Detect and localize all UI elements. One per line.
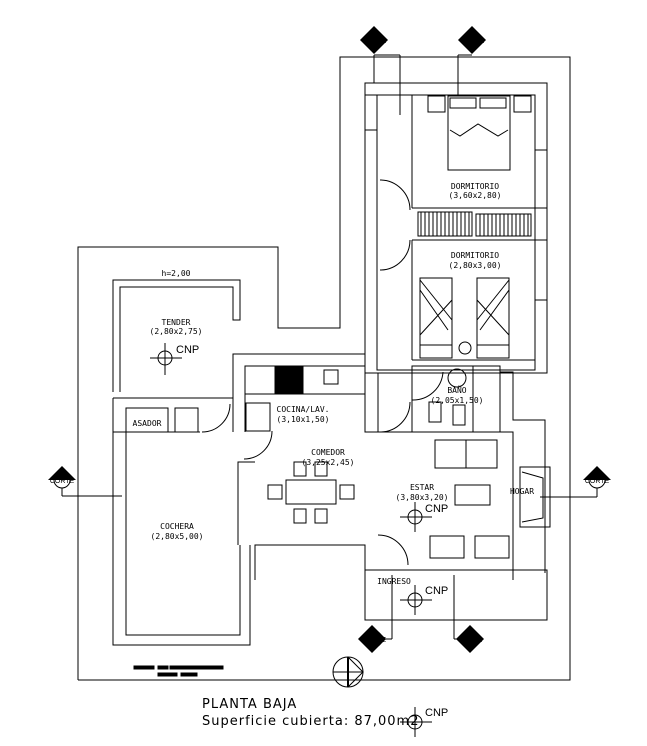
svg-text:CORTE: CORTE xyxy=(585,478,610,485)
svg-text:CNP: CNP xyxy=(425,707,448,719)
sofas xyxy=(429,439,510,559)
double-bed xyxy=(427,95,532,171)
room-label-dorm2: DORMITORIO xyxy=(451,251,499,260)
svg-text:CNP: CNP xyxy=(425,503,448,515)
level-marker-ingreso: CNP xyxy=(400,585,448,615)
section-marker-top-1: CORTE xyxy=(360,26,401,115)
section-marker-left: CORTE xyxy=(48,466,122,497)
room-size-cochera: (2,80x5,00) xyxy=(151,532,204,541)
level-marker-title: CNP xyxy=(400,707,448,737)
level-marker-estar: CNP xyxy=(400,502,448,532)
room-label-comedor: COMEDOR xyxy=(311,448,345,457)
room-size-tender: (2,80x2,75) xyxy=(150,327,203,336)
room-size-dorm2: (2,80x3,00) xyxy=(449,261,502,270)
section-marker-top-2: CORTE xyxy=(457,26,486,96)
wall-height-label: h=2,00 xyxy=(162,269,191,278)
plan-area: Superficie cubierta: 87,00m2 xyxy=(202,714,419,729)
bedroom-wing-walls xyxy=(364,82,548,374)
svg-text:CNP: CNP xyxy=(176,344,199,356)
room-label-cochera: COCHERA xyxy=(160,522,194,531)
level-marker-tender: CNP xyxy=(150,343,199,375)
room-size-bano: (2,05x1,50) xyxy=(431,396,484,405)
room-size-dorm1: (3,60x2,80) xyxy=(449,191,502,200)
room-size-cocina: (3,10x1,50) xyxy=(277,415,330,424)
svg-text:CORTE: CORTE xyxy=(50,478,75,485)
room-label-asador: ASADOR xyxy=(133,419,162,428)
room-label-estar: ESTAR xyxy=(410,483,434,492)
room-label-cocina: COCINA/LAV. xyxy=(277,405,330,414)
tender-walls xyxy=(112,279,241,392)
bathroom xyxy=(411,365,546,573)
room-label-bano: BAÑO xyxy=(447,385,466,395)
north-arrow-icon xyxy=(332,656,364,688)
lot-boundary xyxy=(77,56,571,681)
room-label-ingreso: INGRESO xyxy=(377,577,411,586)
room-size-comedor: (3,25x2,45) xyxy=(302,458,355,467)
twin-beds xyxy=(419,277,510,359)
section-marker-bottom-2: CORTE xyxy=(453,575,484,653)
svg-text:CORTE: CORTE xyxy=(362,637,387,644)
room-label-tender: TENDER xyxy=(162,318,191,327)
living-walls xyxy=(237,373,548,621)
svg-text:CORTE: CORTE xyxy=(460,38,485,45)
wardrobes xyxy=(417,211,532,237)
section-marker-bottom-1: CORTE xyxy=(358,575,393,653)
section-marker-right: CORTE xyxy=(540,466,611,498)
room-label-hogar: HOGAR xyxy=(510,487,534,496)
garage xyxy=(112,397,251,646)
scale-bar xyxy=(133,665,224,677)
room-size-estar: (3,80x3,20) xyxy=(396,493,449,502)
svg-text:CORTE: CORTE xyxy=(362,38,387,45)
room-label-dorm1: DORMITORIO xyxy=(451,182,499,191)
dining-table xyxy=(267,461,355,524)
svg-text:CORTE: CORTE xyxy=(458,637,483,644)
plan-title: PLANTA BAJA xyxy=(202,697,297,712)
svg-text:CNP: CNP xyxy=(425,585,448,597)
